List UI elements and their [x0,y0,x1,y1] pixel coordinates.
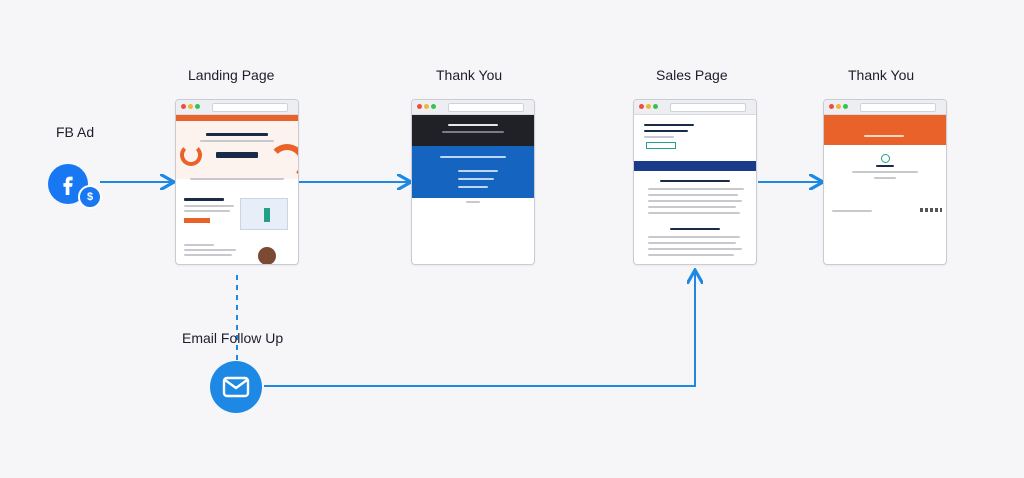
dollar-icon: $ [78,185,102,209]
thank-you-1-thumbnail[interactable] [411,99,535,265]
landing-page-thumbnail[interactable] [175,99,299,265]
sales-page-label: Sales Page [656,67,728,83]
fb-ad-label: FB Ad [56,124,95,140]
email-follow-up-label: Email Follow Up [182,330,284,346]
mail-icon[interactable] [210,361,262,413]
facebook-f-glyph [63,176,73,195]
arrow-email-to-salespage [264,272,695,387]
thank-you-2-thumbnail[interactable] [823,99,947,265]
thank-you-1-label: Thank You [436,67,503,83]
landing-page-label: Landing Page [188,67,275,83]
envelope-glyph [222,376,250,398]
browser-chrome [634,100,756,115]
thank-you-2-label: Thank You [848,67,915,83]
browser-chrome [412,100,534,115]
browser-chrome [176,100,298,115]
sales-page-thumbnail[interactable] [633,99,757,265]
browser-chrome [824,100,946,115]
